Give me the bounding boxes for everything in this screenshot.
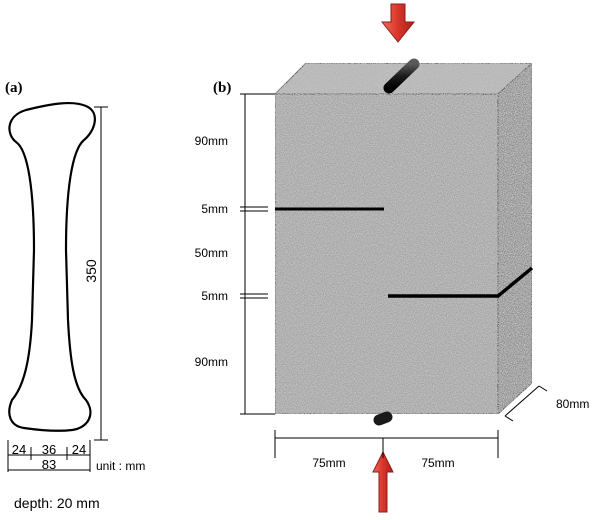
- dim-lower-notch-5mm: 5mm: [201, 289, 228, 303]
- dim-bottom-90mm: 90mm: [195, 355, 228, 369]
- dim-right-75mm: 75mm: [421, 456, 454, 470]
- dim-middle-50mm: 50mm: [195, 246, 228, 260]
- dim-upper-notch-5mm: 5mm: [201, 202, 228, 216]
- unit-note: unit : mm: [96, 459, 145, 473]
- bottom-load-arrow: [372, 450, 394, 513]
- bottom-loading-pin: [373, 411, 393, 426]
- bone-specimen-outline: [8, 101, 96, 432]
- panel-b-label: (b): [213, 80, 231, 96]
- depth-dimension: [504, 385, 548, 422]
- total-width-label: 83: [42, 457, 56, 472]
- lower-notch: [388, 266, 534, 298]
- panel-a-label: (a): [5, 80, 23, 96]
- top-loading-pin: [383, 58, 420, 94]
- dim-depth-80mm: 80mm: [556, 397, 589, 411]
- height-dimension-label: 350: [83, 259, 99, 283]
- horizontal-dimension-chain: [274, 430, 499, 458]
- specimen-side-face: [497, 61, 533, 416]
- dim-top-90mm: 90mm: [195, 134, 228, 148]
- depth-note: depth: 20 mm: [14, 495, 100, 511]
- width-part-left: 24: [12, 442, 26, 457]
- width-part-right: 24: [72, 442, 86, 457]
- top-load-arrow: [380, 3, 416, 43]
- vertical-dimension-chain: [240, 93, 275, 415]
- width-part-middle: 36: [42, 442, 56, 457]
- specimen-front-face: [274, 93, 499, 415]
- dim-left-75mm: 75mm: [312, 456, 345, 470]
